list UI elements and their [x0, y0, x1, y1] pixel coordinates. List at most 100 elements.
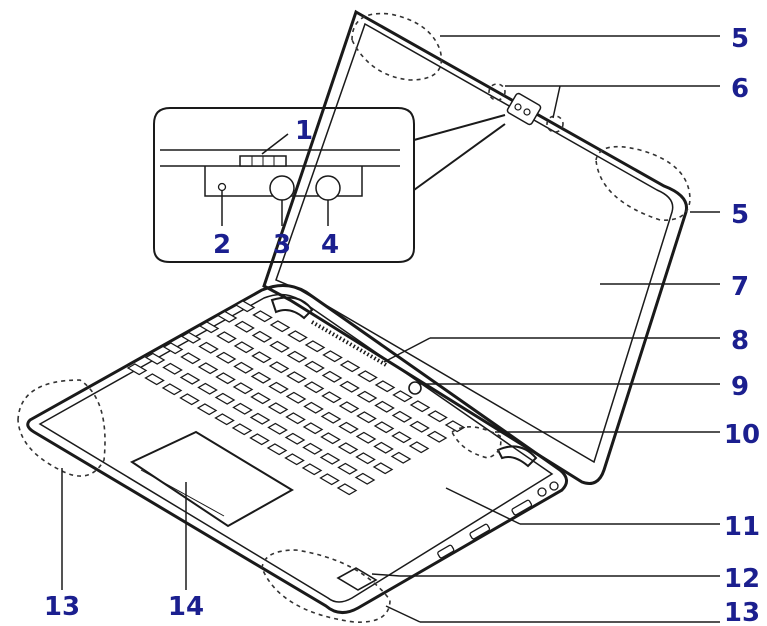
- ir-sensor: [315, 175, 341, 201]
- keyboard-key: [252, 310, 273, 323]
- keyboard-key: [322, 350, 343, 363]
- keyboard-key: [408, 441, 430, 454]
- keyboard-key: [336, 483, 358, 496]
- keyboard-key: [249, 433, 270, 446]
- keyboard-key: [196, 403, 218, 416]
- keyboard-key: [391, 431, 412, 444]
- keyboard-key: [233, 341, 255, 354]
- callout-5-right: 5: [731, 200, 749, 230]
- callout-1: 1: [295, 116, 313, 146]
- keyboard-key: [284, 453, 305, 466]
- keyboard-key: [126, 363, 148, 376]
- camera-lens: [269, 175, 295, 201]
- keyboard-key: [179, 372, 201, 385]
- keyboard-key: [357, 370, 378, 383]
- callout-7: 7: [731, 272, 749, 302]
- callout-12: 12: [724, 564, 760, 594]
- camera-zoom-inset: [153, 107, 506, 263]
- keyboard-key: [321, 370, 343, 383]
- keyboard-key: [374, 380, 396, 393]
- keyboard-key: [319, 452, 341, 465]
- keyboard-key: [392, 390, 413, 403]
- keyboard-key: [337, 462, 358, 475]
- callout-13-left: 13: [44, 592, 80, 622]
- keyboard-key: [214, 413, 235, 426]
- keyboard-key: [197, 382, 218, 395]
- keyboard-key: [249, 412, 271, 425]
- callout-13-right: 13: [724, 598, 760, 626]
- callout-labels: 1 2 3 4 5 6 5 7 8 9 10 11 12 13 13 14: [44, 24, 760, 626]
- callout-10: 10: [724, 420, 760, 450]
- keyboard-key: [285, 412, 306, 425]
- keyboard-key: [304, 360, 325, 373]
- keyboard-key: [251, 330, 273, 343]
- callout-5-top: 5: [731, 24, 749, 54]
- keyboard-key: [234, 300, 256, 313]
- keyboard-key: [215, 372, 236, 385]
- keyboard-key: [320, 411, 342, 424]
- keyboard-key: [268, 381, 289, 394]
- keyboard-key: [304, 340, 326, 353]
- keyboard-key: [285, 391, 307, 404]
- keyboard-key: [284, 432, 306, 445]
- keyboard-key: [266, 443, 288, 456]
- callout-6: 6: [731, 74, 749, 104]
- keyboard-key: [339, 360, 361, 373]
- keyboard-key: [250, 371, 272, 384]
- fingerprint-sensor: [336, 567, 378, 591]
- keyboard-key: [233, 361, 254, 374]
- keyboard-key: [232, 382, 254, 395]
- callout-14: 14: [168, 592, 204, 622]
- keyboard-key: [162, 342, 184, 355]
- privacy-shutter: [239, 155, 287, 167]
- keyboard-key: [269, 340, 290, 353]
- keyboard-key: [303, 401, 324, 414]
- keyboard-key: [179, 393, 200, 406]
- keyboard-key: [216, 310, 238, 323]
- keyboard-key: [390, 451, 412, 464]
- laptop-base: [26, 284, 568, 614]
- keyboard-key: [161, 383, 183, 396]
- keyboard-key: [286, 371, 307, 384]
- keyboard-key: [197, 362, 219, 375]
- keyboard-key: [302, 442, 323, 455]
- callout-8: 8: [731, 326, 749, 356]
- keyboard-key: [198, 341, 219, 354]
- touchpad: [129, 430, 294, 528]
- keyboard-key: [356, 390, 378, 403]
- keyboard-key: [162, 362, 183, 375]
- keyboard-key: [268, 361, 290, 374]
- keyboard-key: [319, 473, 340, 486]
- callout-3: 3: [273, 230, 291, 260]
- callout-2: 2: [213, 230, 231, 260]
- keyboard-key: [267, 422, 288, 435]
- callout-11: 11: [724, 512, 760, 542]
- keyboard-key: [198, 321, 220, 334]
- keyboard-key: [231, 423, 253, 436]
- power-button: [408, 381, 422, 395]
- keyboard-key: [215, 351, 237, 364]
- camera-module: [506, 92, 542, 126]
- callout-9: 9: [731, 372, 749, 402]
- keyboard-key: [372, 462, 394, 475]
- keyboard-key: [391, 410, 413, 423]
- dashed-region-markers: [17, 12, 691, 623]
- keyboard-key: [234, 320, 255, 333]
- keyboard-key: [354, 472, 376, 485]
- keyboard-key: [250, 392, 271, 405]
- keyboard-key: [338, 401, 360, 414]
- keyboard-key: [338, 421, 359, 434]
- side-ports: [437, 481, 559, 559]
- keyboard-key: [339, 380, 360, 393]
- laptop-lid: [262, 9, 689, 485]
- keyboard-key: [355, 431, 377, 444]
- keyboard-key: [232, 402, 253, 415]
- keyboard-key: [251, 351, 272, 364]
- keyboard-key: [144, 373, 165, 386]
- keyboard-key: [374, 400, 395, 413]
- keyboard-key: [373, 421, 395, 434]
- keyboard-key: [303, 381, 325, 394]
- camera-indicator: [217, 182, 227, 192]
- keyboard: [126, 300, 466, 496]
